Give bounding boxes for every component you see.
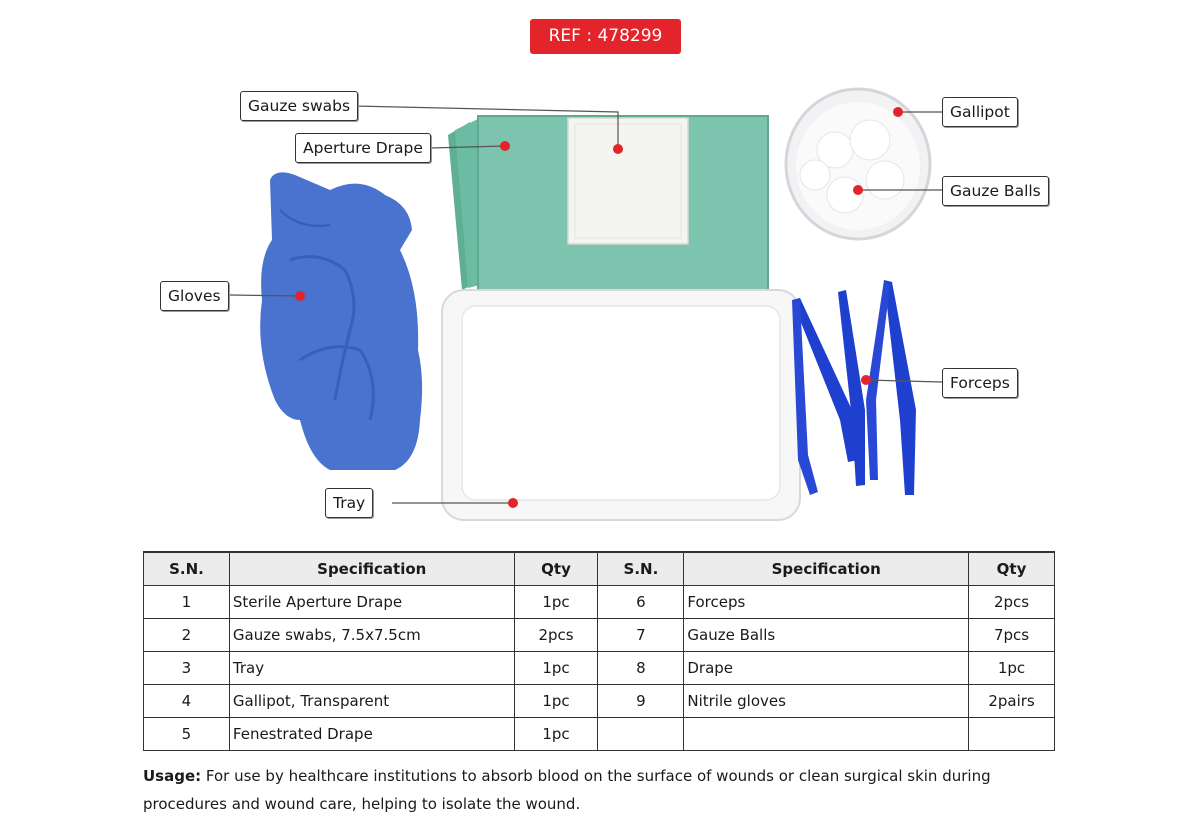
cell-sn: 2 [143, 618, 230, 652]
cell-sn: 3 [143, 651, 230, 685]
header-sn: S.N. [597, 551, 685, 586]
ref-badge: REF : 478299 [530, 19, 681, 54]
leader-lines [229, 105, 943, 504]
header-qty: Qty [968, 551, 1055, 586]
cell-specification: Tray [228, 651, 515, 685]
gallipot-shape [784, 87, 932, 241]
cell-qty: 1pc [513, 684, 599, 718]
product-illustration: Gauze swabs Aperture Drape Gallipot Gauz… [160, 87, 1049, 521]
callout-tray: Tray [325, 488, 374, 518]
gauze-swab-shape [567, 117, 689, 245]
cell-specification: Gauze swabs, 7.5x7.5cm [228, 618, 515, 652]
cell-qty: 1pc [513, 717, 599, 751]
cell-specification: Sterile Aperture Drape [228, 585, 515, 619]
cell-qty [968, 717, 1055, 751]
tray-shape [441, 289, 801, 521]
table-row: 2 Gauze swabs, 7.5x7.5cm 2pcs 7 Gauze Ba… [143, 618, 1055, 652]
gloves-shape [260, 172, 423, 470]
callout-gauze-swabs: Gauze swabs [240, 91, 359, 121]
callout-gallipot: Gallipot [942, 97, 1018, 127]
cell-qty: 7pcs [968, 618, 1055, 652]
cell-specification: Drape [683, 651, 970, 685]
cell-sn: 6 [597, 585, 685, 619]
cell-sn: 8 [597, 651, 685, 685]
cell-sn: 7 [597, 618, 685, 652]
header-sn: S.N. [143, 551, 230, 586]
cell-qty: 2pcs [968, 585, 1055, 619]
table-header-row: S.N. Specification Qty S.N. Specificatio… [143, 551, 1055, 586]
cell-sn: 5 [143, 717, 230, 751]
callout-aperture-drape: Aperture Drape [295, 133, 431, 163]
cell-sn: 1 [143, 585, 230, 619]
table-row: 5 Fenestrated Drape 1pc [143, 717, 1055, 751]
cell-specification: Nitrile gloves [683, 684, 970, 718]
cell-specification: Fenestrated Drape [228, 717, 515, 751]
header-qty: Qty [513, 551, 599, 586]
usage-label: Usage: [143, 767, 202, 785]
cell-qty: 1pc [513, 651, 599, 685]
callout-forceps: Forceps [942, 368, 1018, 398]
table-row: 1 Sterile Aperture Drape 1pc 6 Forceps 2… [143, 585, 1055, 619]
cell-sn [597, 717, 685, 751]
cell-qty: 1pc [513, 585, 599, 619]
cell-specification: Gallipot, Transparent [228, 684, 515, 718]
cell-sn: 4 [143, 684, 230, 718]
table-row: 3 Tray 1pc 8 Drape 1pc [143, 651, 1055, 685]
specification-table: S.N. Specification Qty S.N. Specificatio… [143, 551, 1055, 751]
cell-qty: 2pairs [968, 684, 1055, 718]
cell-qty: 1pc [968, 651, 1055, 685]
marker-dots [295, 107, 903, 508]
table-row: 4 Gallipot, Transparent 1pc 9 Nitrile gl… [143, 684, 1055, 718]
forceps-shape [792, 280, 916, 495]
cell-specification [683, 717, 970, 751]
callout-gauze-balls: Gauze Balls [942, 176, 1049, 206]
usage-paragraph: Usage: For use by healthcare institution… [143, 762, 1063, 818]
header-specification: Specification [228, 551, 515, 586]
kit-contents-image [229, 87, 943, 521]
callout-gloves: Gloves [160, 281, 229, 311]
cell-qty: 2pcs [513, 618, 599, 652]
cell-specification: Gauze Balls [683, 618, 970, 652]
cell-sn: 9 [597, 684, 685, 718]
usage-text: For use by healthcare institutions to ab… [143, 767, 991, 813]
header-specification: Specification [683, 551, 970, 586]
cell-specification: Forceps [683, 585, 970, 619]
